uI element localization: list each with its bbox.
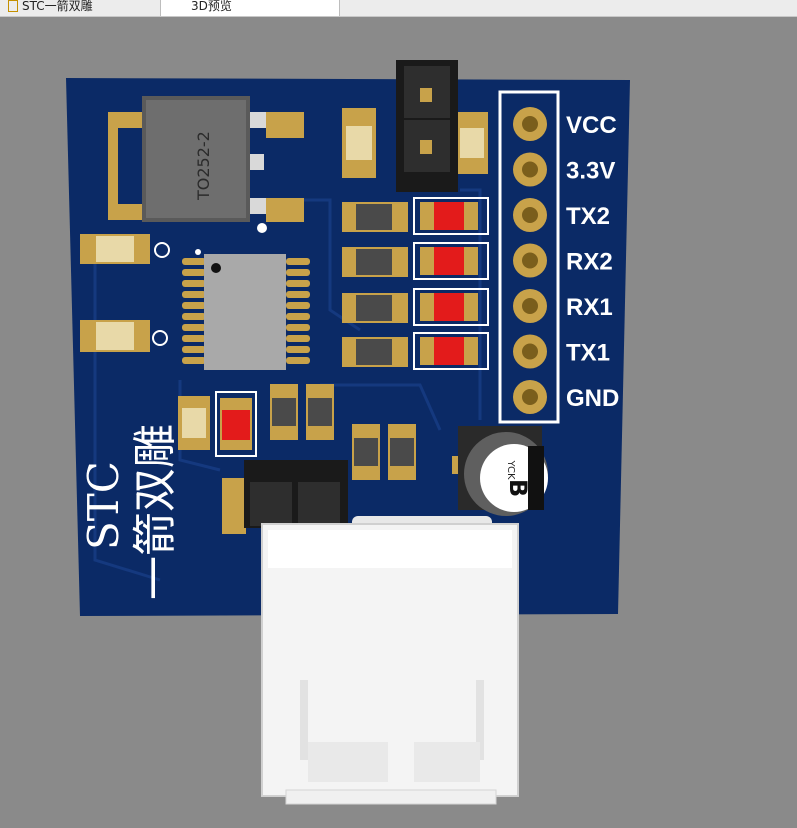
pin-label: VCC bbox=[566, 112, 617, 139]
tab-bar: STC一箭双雕 3D预览 bbox=[0, 0, 797, 17]
ic-pin bbox=[182, 335, 206, 342]
ic-pin bbox=[286, 324, 310, 331]
ic-pin bbox=[182, 302, 206, 309]
pin-label: GND bbox=[566, 385, 619, 412]
resistor-led-array bbox=[342, 197, 489, 370]
jumper-header-bottom bbox=[222, 460, 348, 534]
ic-pin bbox=[182, 313, 206, 320]
pin-label: TX1 bbox=[566, 340, 610, 367]
ic-pin bbox=[286, 335, 310, 342]
ic-pin bbox=[286, 346, 310, 353]
smd-parts-lower bbox=[178, 384, 416, 480]
header-pin: VCC bbox=[513, 107, 617, 141]
pin-label: RX1 bbox=[566, 294, 613, 321]
pin-label: TX2 bbox=[566, 203, 610, 230]
ic-pin bbox=[286, 302, 310, 309]
silk-text-stc: STC bbox=[79, 461, 128, 550]
pcb-3d-render: TO252-2 bbox=[66, 60, 630, 805]
ic-pin bbox=[286, 313, 310, 320]
ic-pin bbox=[182, 269, 206, 276]
smd-capacitor-left bbox=[80, 234, 170, 352]
ic-pin bbox=[286, 269, 310, 276]
tab-label: STC一箭双雕 bbox=[22, 0, 93, 13]
ic-pin bbox=[182, 346, 206, 353]
electrolytic-capacitor: YCK B bbox=[452, 426, 548, 516]
ic-pin bbox=[182, 291, 206, 298]
header-pin: GND bbox=[513, 380, 619, 414]
ic-pin bbox=[286, 357, 310, 364]
tab-3d-preview[interactable]: 3D预览 bbox=[160, 0, 340, 16]
ic-pin bbox=[182, 258, 206, 265]
ic-pin bbox=[182, 357, 206, 364]
cap-marking-small: YCK bbox=[505, 459, 516, 480]
fiducial bbox=[257, 223, 267, 233]
ic-pin bbox=[286, 258, 310, 265]
pin-header-outline bbox=[498, 90, 560, 424]
ic-pin bbox=[182, 280, 206, 287]
header-pin: RX2 bbox=[513, 243, 613, 278]
header-pin: RX1 bbox=[513, 289, 613, 323]
to252-regulator: TO252-2 bbox=[108, 96, 304, 222]
tab-schematic[interactable]: STC一箭双雕 bbox=[0, 0, 160, 16]
usb-a-connector bbox=[261, 516, 519, 805]
ic-pin bbox=[286, 280, 310, 287]
document-icon bbox=[8, 0, 18, 12]
pin-label: 3.3V bbox=[566, 158, 615, 185]
header-pin: TX1 bbox=[513, 334, 610, 369]
sop-ic bbox=[182, 249, 310, 370]
component-label: TO252-2 bbox=[194, 131, 213, 201]
smd-capacitor bbox=[342, 108, 488, 178]
header-pin: 3.3V bbox=[513, 152, 615, 187]
cap-marking-big: B bbox=[504, 479, 532, 497]
ic-pin bbox=[286, 291, 310, 298]
ic-pin bbox=[182, 324, 206, 331]
pcb-traces bbox=[93, 188, 482, 582]
jumper-header-top bbox=[396, 60, 458, 192]
header-pin: TX2 bbox=[513, 198, 610, 232]
3d-viewport[interactable]: TO252-2 bbox=[0, 17, 797, 828]
tab-label: 3D预览 bbox=[191, 0, 232, 13]
silk-text-title: 一箭双雕 bbox=[130, 424, 181, 600]
pin-label: RX2 bbox=[566, 249, 613, 276]
